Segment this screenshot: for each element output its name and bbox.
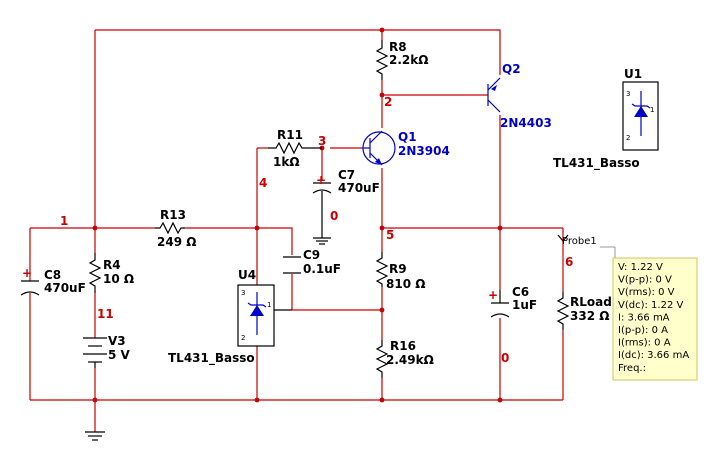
resistor-r11[interactable]: R11 1kΩ — [268, 128, 322, 169]
r4-value: 10 Ω — [103, 272, 134, 286]
u4-pin1: 1 — [267, 301, 271, 309]
net-label-4: 4 — [259, 176, 267, 190]
r11-ref: R11 — [277, 128, 303, 142]
rload-ref: RLoad — [570, 295, 612, 309]
q2-model: 2N4403 — [500, 116, 552, 130]
probe-readout-line: V(p-p): 0 V — [618, 275, 672, 286]
probe-readout-line: I(rms): 0 A — [618, 338, 671, 349]
wires — [29, 29, 564, 432]
resistor-r8[interactable]: R8 2.2kΩ — [375, 40, 428, 80]
probe-readout: V: 1.22 V V(p-p): 0 VV(rms): 0 V V(dc): 1.… — [618, 262, 689, 374]
r8-value: 2.2kΩ — [389, 53, 428, 67]
probe-readout-box — [612, 257, 698, 381]
resistor-r4[interactable]: R4 10 Ω — [88, 253, 134, 293]
q2-ref: Q2 — [502, 62, 521, 76]
net-label-1: 1 — [60, 214, 68, 228]
regulator-u4[interactable]: U4 3 1 2 TL431_Basso — [168, 268, 292, 366]
net-label-11: 11 — [97, 307, 114, 321]
r9-value: 810 Ω — [386, 277, 425, 291]
resistor-r13[interactable]: R13 249 Ω — [155, 208, 196, 249]
v3-ref: V3 — [108, 334, 126, 348]
ground-c7 — [313, 237, 331, 245]
resistor-rload[interactable]: RLoad 332 Ω — [556, 292, 612, 330]
r13-value: 249 Ω — [157, 235, 196, 249]
probe-readout-line: V: 1.22 V — [618, 262, 663, 273]
net-label-2: 2 — [384, 95, 392, 109]
u4-pin2: 2 — [241, 334, 245, 342]
probe-readout-line: I: 3.66 mA — [618, 312, 670, 323]
junction-dots — [92, 27, 503, 403]
c8-value: 470uF — [44, 281, 86, 295]
capacitor-c8[interactable]: + C8 470uF — [20, 266, 86, 296]
ground-main — [85, 431, 105, 441]
c7-value: 470uF — [338, 181, 380, 195]
net-label-5: 5 — [386, 228, 394, 242]
probe-readout-line: V(rms): 0 V — [618, 287, 675, 298]
probe-1[interactable]: Probe1 V: 1.22 V V(p-p): 0 VV(rms): 0 V V(… — [557, 234, 698, 381]
net-label-3: 3 — [318, 134, 326, 148]
u1-pin1: 1 — [650, 106, 654, 114]
u4-model: TL431_Basso — [168, 351, 255, 366]
r13-ref: R13 — [160, 208, 186, 222]
net-label-6: 6 — [565, 255, 573, 269]
v3-value: 5 V — [108, 348, 131, 362]
c8-ref: C8 — [44, 268, 61, 282]
probe-readout-line: I(p-p): 0 A — [618, 325, 668, 336]
net-labels: 1 2 3 4 5 6 11 0 0 — [60, 95, 573, 365]
r8-ref: R8 — [389, 40, 407, 54]
u1-ref: U1 — [624, 67, 642, 81]
u4-pin3: 3 — [241, 289, 245, 297]
transistor-q2[interactable]: Q2 2N4403 — [487, 62, 552, 130]
capacitor-c6[interactable]: + C6 1uF — [488, 285, 537, 318]
battery-v3[interactable]: V3 5 V — [83, 334, 131, 368]
r11-value: 1kΩ — [273, 155, 300, 169]
resistor-r9[interactable]: R9 810 Ω — [375, 252, 425, 291]
c9-ref: C9 — [303, 248, 320, 262]
probe-name: Probe1 — [562, 236, 597, 247]
probe-readout-line: Freq.: — [618, 363, 646, 374]
u1-model: TL431_Basso — [553, 156, 640, 171]
r9-ref: R9 — [389, 262, 407, 276]
c7-plus: + — [316, 173, 326, 187]
r4-ref: R4 — [103, 258, 121, 272]
c6-ref: C6 — [512, 285, 529, 299]
transistor-q1[interactable]: Q1 2N3904 — [362, 130, 450, 166]
capacitor-c7[interactable]: + C7 470uF — [312, 168, 380, 238]
c8-plus: + — [22, 266, 32, 280]
c7-ref: C7 — [338, 168, 355, 182]
u4-ref: U4 — [238, 268, 256, 282]
r16-ref: R16 — [390, 339, 416, 353]
q1-model: 2N3904 — [398, 144, 450, 158]
q1-ref: Q1 — [398, 130, 417, 144]
net-label-0-c6: 0 — [501, 351, 509, 365]
probe-readout-line: I(dc): 3.66 mA — [618, 350, 689, 361]
capacitor-c9[interactable]: C9 0.1uF — [283, 248, 341, 276]
u1-pin3: 3 — [626, 90, 630, 98]
c9-value: 0.1uF — [303, 262, 341, 276]
regulator-u1[interactable]: U1 3 1 2 TL431_Basso — [553, 67, 659, 171]
c6-plus: + — [488, 288, 498, 302]
r16-value: 2.49kΩ — [386, 353, 434, 367]
u1-pin2: 2 — [626, 134, 630, 142]
c6-value: 1uF — [512, 298, 537, 312]
resistor-r16[interactable]: R16 2.49kΩ — [375, 339, 434, 378]
net-label-0-c7: 0 — [330, 209, 338, 223]
rload-value: 332 Ω — [570, 309, 609, 323]
probe-readout-line: V(dc): 1.22 V — [618, 300, 683, 311]
